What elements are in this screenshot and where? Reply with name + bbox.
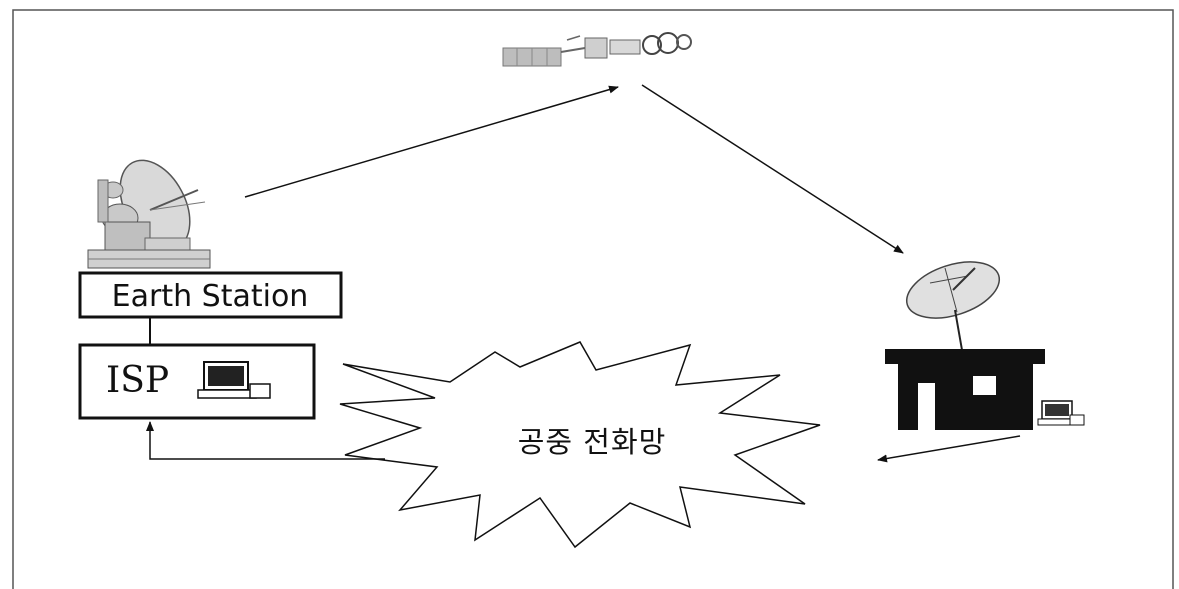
uplink-arrow	[244, 85, 619, 198]
earth-station-box	[78, 271, 343, 319]
earth-station-label: Earth Station	[112, 279, 309, 314]
network-to-isp-arrow	[146, 421, 385, 460]
computer-icon	[197, 361, 271, 399]
satellite-dish-icon	[905, 261, 1001, 351]
public-telephone-network-label: 공중 전화망	[518, 425, 667, 459]
satellite-icon	[502, 32, 692, 67]
dialup-arrow	[877, 435, 1021, 463]
isp-label: ISP	[106, 360, 169, 401]
house-icon	[885, 349, 1045, 430]
isp-box	[78, 343, 316, 420]
earth-station-antenna-icon	[87, 159, 211, 269]
downlink-arrow	[641, 84, 904, 254]
diagram-frame	[12, 9, 1174, 589]
computer-icon	[1037, 400, 1085, 426]
